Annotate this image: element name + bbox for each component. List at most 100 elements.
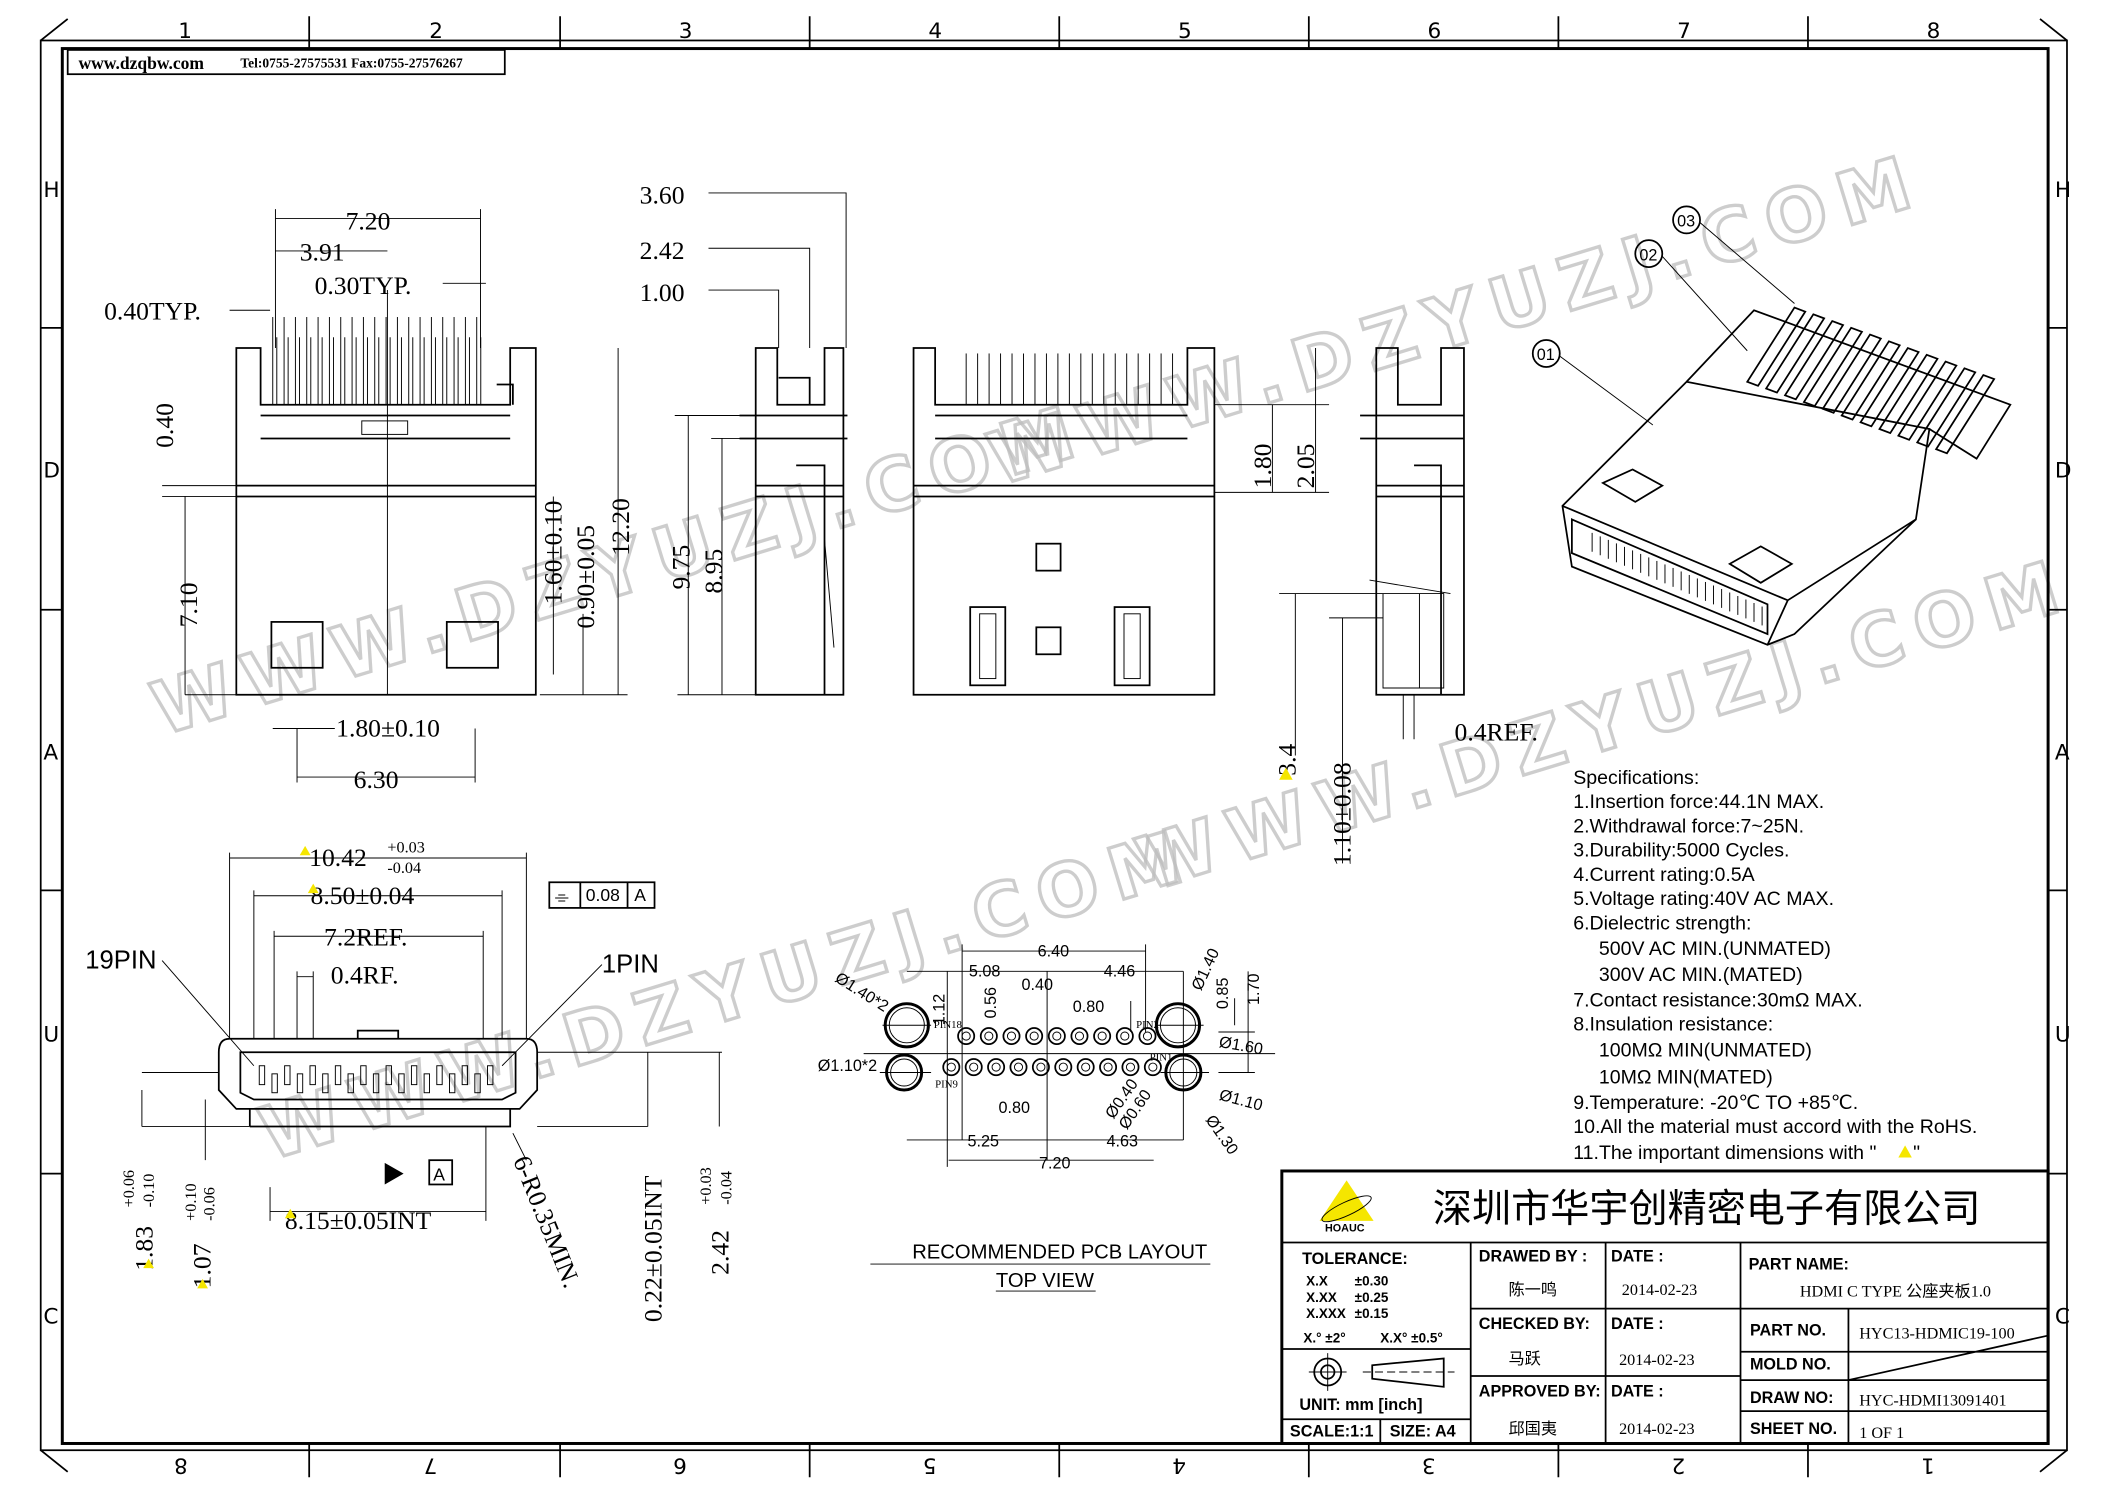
dim-label: 0.90±0.05 <box>571 525 600 629</box>
contact <box>334 1065 342 1086</box>
checked-by: 马跃 <box>1508 1350 1540 1368</box>
dim-tol: +0.03 <box>387 840 424 857</box>
dim-label: 7.2REF. <box>324 923 407 952</box>
watermark: WWW.DZYUZJ.COM <box>143 387 1097 753</box>
date-value: 2014-02-23 <box>1619 1352 1694 1369</box>
fcf-datum: A <box>634 885 646 905</box>
pad <box>1138 1027 1157 1046</box>
solder-tail <box>1934 373 1996 455</box>
solder-tail <box>1915 367 1977 448</box>
pcb-dim: Ø1.10 <box>1217 1086 1264 1115</box>
grid-col-label: 4 <box>1172 1452 1186 1477</box>
drawed-by: 陈一鸣 <box>1508 1281 1557 1299</box>
contact <box>372 1073 380 1094</box>
date-label: DATE : <box>1611 1247 1664 1265</box>
pad-hole <box>1074 1031 1085 1041</box>
pad-hole <box>946 1062 956 1072</box>
pad <box>1121 1058 1140 1077</box>
pad-hole <box>1120 1031 1130 1041</box>
contact <box>474 1073 481 1094</box>
unit-label: UNIT: mm [inch] <box>1299 1396 1422 1414</box>
logo-text: HOAUC <box>1325 1223 1365 1235</box>
isometric-view: 01 02 03 <box>1531 205 2012 646</box>
grid-col-label: 7 <box>1677 19 1691 44</box>
dim-label: 3.91 <box>300 237 345 266</box>
spec-line: 10MΩ MIN(MATED) <box>1599 1066 1773 1088</box>
watermarks: WWW.DZYUZJ.COM WWW.DZYUZJ.COM WWW.DZYUZJ… <box>141 136 2084 1179</box>
dim-label: 7.10 <box>174 582 203 627</box>
pcb-dim: 7.20 <box>1039 1154 1070 1172</box>
pad-hole <box>961 1031 971 1041</box>
solder-tail <box>1764 313 1826 394</box>
dim-tol: +0.03 <box>698 1167 715 1204</box>
spec-line: 8.Insulation resistance: <box>1573 1014 1773 1036</box>
fcf-value: 0.08 <box>586 885 620 905</box>
dim-label: 8.50±0.04 <box>311 881 415 910</box>
dim-label: 1.83 <box>130 1226 159 1271</box>
contact <box>309 1065 316 1086</box>
grid-col-label: 7 <box>424 1452 438 1477</box>
pad <box>1070 1027 1089 1046</box>
pad <box>957 1027 976 1046</box>
spec-quote: " <box>1913 1142 1920 1164</box>
pad-hole <box>1058 1062 1068 1072</box>
grid-col-label: 2 <box>1671 1452 1685 1477</box>
grid-col-label: 4 <box>928 19 942 44</box>
grid-col-label: 1 <box>1921 1452 1935 1477</box>
solder-tail <box>1745 306 1807 387</box>
pcb-dim: 4.46 <box>1104 963 1135 981</box>
grid-row-label: H <box>43 178 59 203</box>
tolerance-label: TOLERANCE: <box>1302 1250 1408 1268</box>
grid-col-label: 3 <box>1422 1452 1436 1477</box>
dim-label: 1.80±0.10 <box>336 714 440 743</box>
tol-key: X.XX <box>1306 1290 1337 1305</box>
header-contact: Tel:0755-27575531 Fax:0755-27576267 <box>240 55 463 70</box>
pad <box>987 1058 1006 1077</box>
contact <box>423 1073 430 1094</box>
front-view: 7.20 3.91 0.30TYP. 0.40TYP. 0.40 7.10 1.… <box>104 206 635 794</box>
pad <box>1076 1058 1095 1077</box>
pcb-dim: 0.80 <box>1073 998 1104 1016</box>
pad <box>979 1027 998 1046</box>
company-logo <box>1319 1180 1374 1221</box>
date-value: 2014-02-23 <box>1622 1282 1697 1299</box>
contact <box>258 1065 266 1086</box>
spec-line: 4.Current rating:0.5A <box>1573 864 1754 886</box>
sheet-no-label: SHEET NO. <box>1750 1420 1837 1438</box>
grid-col-label: 6 <box>1428 19 1442 44</box>
spec-line: 2.Withdrawal force:7~25N. <box>1573 815 1804 837</box>
pcb-dim: 0.56 <box>982 987 1000 1018</box>
contact <box>271 1073 278 1094</box>
scale-label: SCALE:1:1 <box>1290 1423 1374 1441</box>
dim-label: 0.4REF. <box>1455 718 1538 747</box>
part-no-label: PART NO. <box>1750 1322 1826 1340</box>
solder-tail <box>1802 326 1864 408</box>
specifications: Specifications: 1.Insertion force:44.1N … <box>1573 767 1977 1164</box>
pin1-label: 1PIN <box>602 951 659 979</box>
pcb-dim: 4.63 <box>1106 1133 1137 1151</box>
grid-row-label: A <box>43 741 58 766</box>
grid-row-label: U <box>2055 1022 2071 1047</box>
dim-label: 0.40 <box>150 403 179 448</box>
watermark: WWW.DZYUZJ.COM <box>979 137 1933 503</box>
pad-hole <box>1103 1062 1113 1072</box>
grid-col-label: 5 <box>923 1452 937 1477</box>
pin-label: PIN18 <box>934 1019 962 1031</box>
contact <box>284 1065 291 1086</box>
pad-hole <box>969 1062 979 1072</box>
dim-label: 7.20 <box>346 206 391 235</box>
mold-no-label: MOLD NO. <box>1750 1355 1831 1373</box>
inner-frame <box>60 47 2050 1445</box>
pad <box>1099 1058 1118 1077</box>
date-value: 2014-02-23 <box>1619 1421 1694 1438</box>
grid-col-label: 2 <box>429 19 443 44</box>
pcb-dim: Ø1.10*2 <box>818 1057 877 1075</box>
right-side-view: 3.4 1.10±0.08 0.4REF. <box>1272 347 1538 866</box>
pcb-dim: 5.08 <box>969 963 1000 981</box>
spec-line: 300V AC MIN.(MATED) <box>1599 964 1803 986</box>
pin-label: PIN2 <box>1136 1019 1159 1031</box>
spec-line: 500V AC MIN.(UNMATED) <box>1599 938 1831 960</box>
pcb-dim: 0.40 <box>1021 976 1052 994</box>
title-block: HOAUC 深圳市华宇创精密电子有限公司 TOLERANCE: X.X ±0.3… <box>1280 1169 2050 1445</box>
solder-tail <box>1821 333 1883 414</box>
